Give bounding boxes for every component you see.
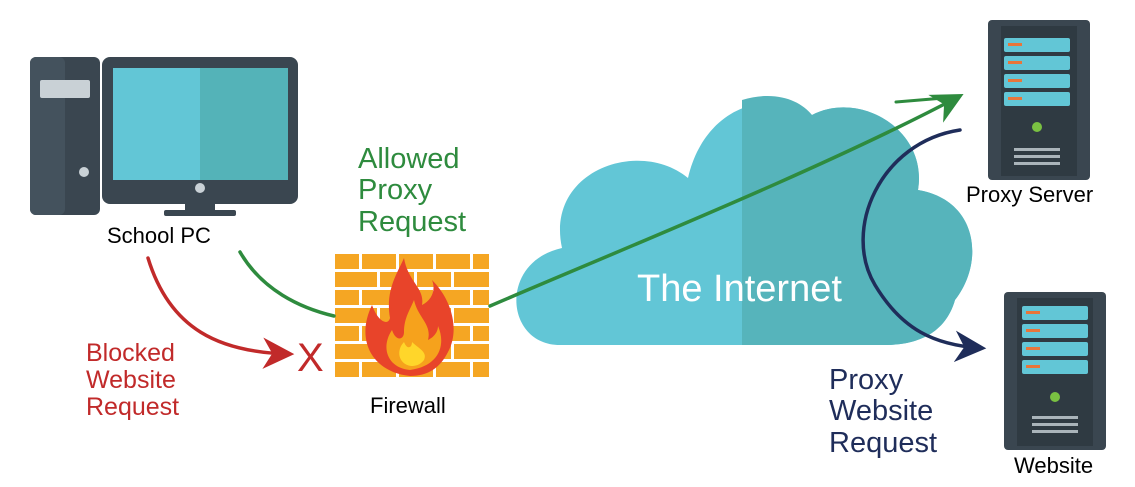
proxy-line-2: Website <box>829 395 934 428</box>
proxy-line-3: Request <box>829 426 938 459</box>
allowed-request-arrow-start <box>238 250 336 318</box>
blocked-x-mark: X <box>297 336 324 380</box>
blocked-website-request-label: Blocked Website Request <box>86 340 179 421</box>
website-label: Website <box>1014 453 1094 478</box>
firewall-label: Firewall <box>370 393 446 418</box>
proxy-website-request-arrow <box>861 128 987 363</box>
allowed-request-arrow-tail <box>894 95 958 104</box>
allowed-request-arrow <box>488 94 964 308</box>
cloud-icon <box>516 95 973 346</box>
firewall-icon <box>333 252 490 382</box>
blocked-line-2: Website <box>86 366 176 394</box>
blocked-request-arrow <box>146 256 295 369</box>
proxy-server-label: Proxy Server <box>966 182 1094 207</box>
internet-label: The Internet <box>637 268 842 310</box>
allowed-line-3: Request <box>358 205 467 238</box>
proxy-line-1: Proxy <box>829 364 904 396</box>
server-icon <box>988 20 1090 180</box>
blocked-line-3: Request <box>86 393 180 421</box>
server-icon <box>1004 292 1106 450</box>
blocked-line-1: Blocked <box>86 339 175 367</box>
school-pc-label: School PC <box>107 223 211 248</box>
allowed-proxy-request-label: Allowed Proxy Request <box>358 143 467 238</box>
computer-icon <box>30 57 298 216</box>
allowed-line-1: Allowed <box>358 143 460 175</box>
allowed-line-2: Proxy <box>358 174 433 207</box>
proxy-website-request-label: Proxy Website Request <box>829 364 938 459</box>
